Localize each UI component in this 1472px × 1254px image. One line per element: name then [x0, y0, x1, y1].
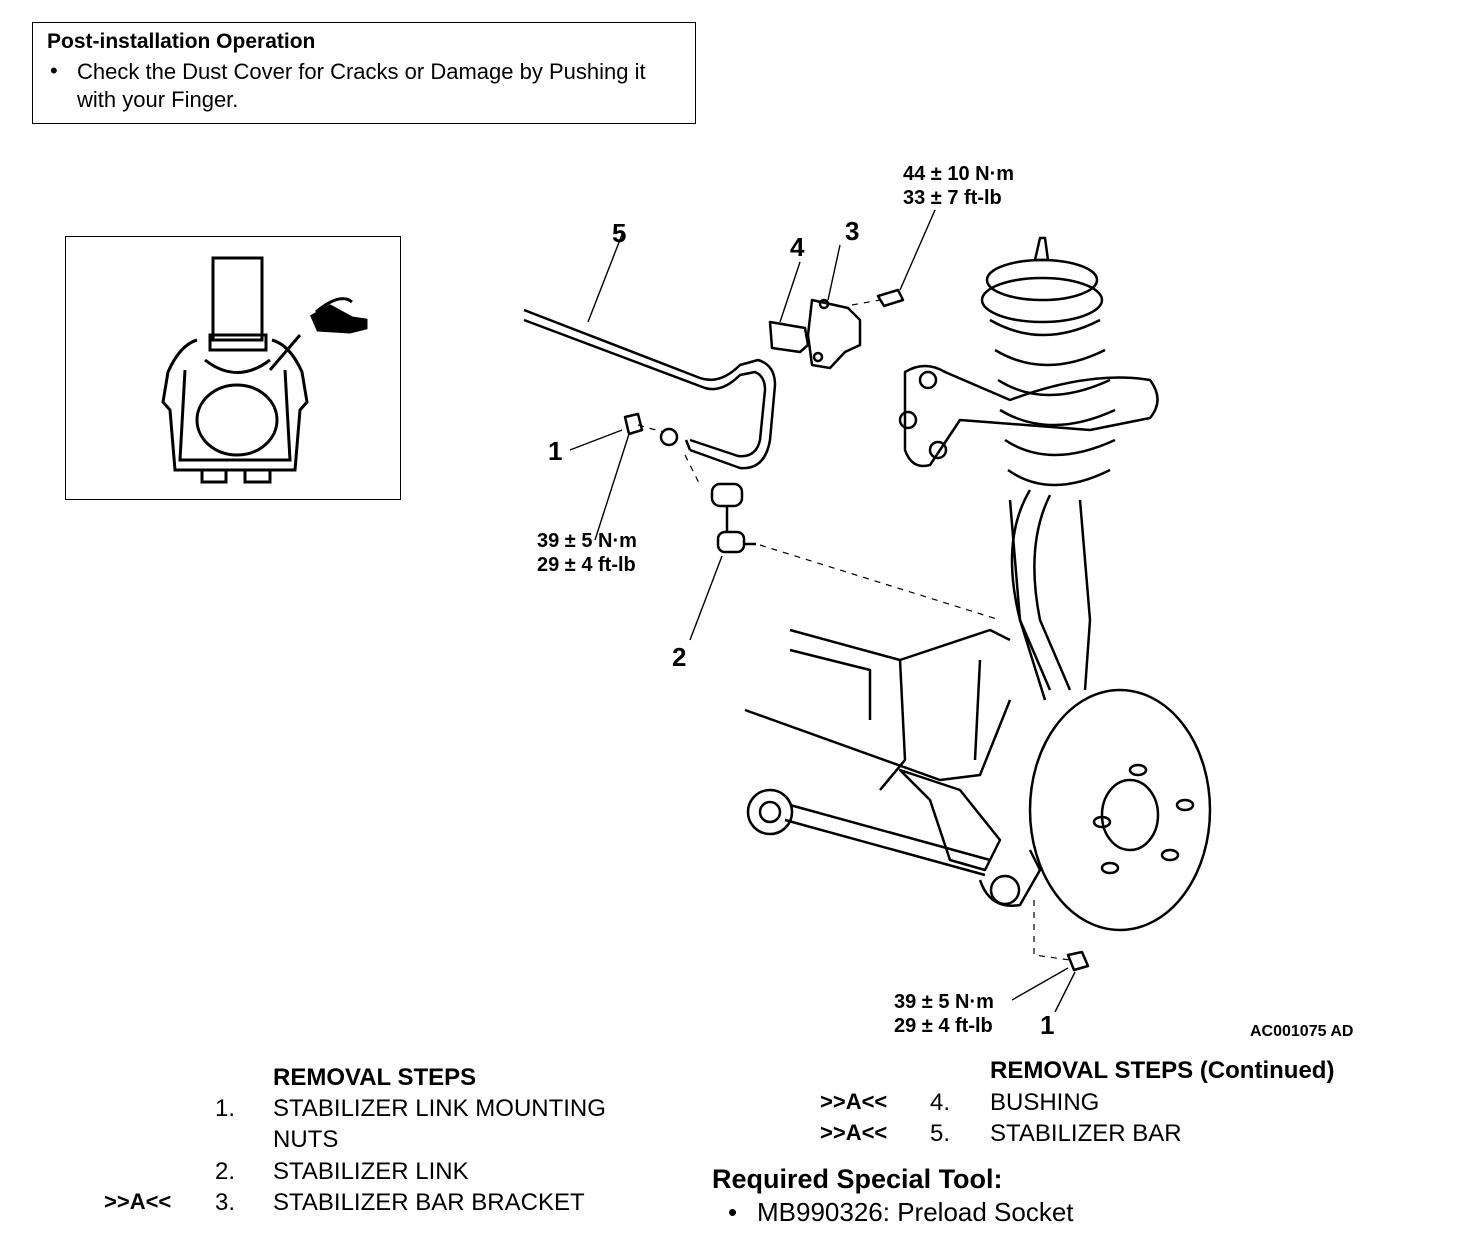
torque-top-nm: 44 ± 10 N·m — [903, 163, 1014, 185]
step-3-number: 3. — [215, 1189, 236, 1216]
callout-1-lower: 1 — [1040, 1010, 1054, 1040]
step-4-text: BUSHING — [990, 1089, 1100, 1116]
removal-steps-heading: REMOVAL STEPS — [273, 1064, 477, 1091]
callout-3: 3 — [845, 216, 859, 246]
dust-cover-inset — [65, 236, 401, 500]
callout-5: 5 — [612, 218, 626, 248]
special-tool-heading: Required Special Tool: — [712, 1164, 1003, 1194]
removal-steps-continued-heading: REMOVAL STEPS (Continued) — [990, 1057, 1335, 1084]
special-tool-item: MB990326: Preload Socket — [757, 1197, 1074, 1227]
step-2-number: 2. — [215, 1158, 236, 1185]
stabilizer-bar-shape — [523, 308, 777, 470]
torque-low-nm: 39 ± 5 N·m — [894, 991, 994, 1013]
step-1-number: 1. — [215, 1095, 236, 1122]
torque-mid-ftlb: 29 ± 4 ft-lb — [537, 554, 636, 576]
step-4-mark: >>A<< — [820, 1089, 888, 1114]
step-5-number: 5. — [930, 1120, 951, 1147]
figure-code: AC001075 AD — [1250, 1023, 1353, 1040]
stabilizer-bar-bracket-shape — [806, 298, 862, 370]
callout-2: 2 — [672, 642, 686, 672]
step-1-text-line1: STABILIZER LINK MOUNTING — [273, 1095, 606, 1122]
bushing-shape — [768, 320, 810, 354]
step-2-text: STABILIZER LINK — [273, 1158, 469, 1185]
special-tool-bullet: • — [728, 1197, 738, 1227]
torque-top-ftlb: 33 ± 7 ft-lb — [903, 187, 1002, 209]
step-3-text: STABILIZER BAR BRACKET — [273, 1189, 585, 1216]
step-1-text-line2: NUTS — [273, 1126, 339, 1153]
step-5-text: STABILIZER BAR — [990, 1120, 1182, 1147]
step-3-mark: >>A<< — [104, 1189, 172, 1214]
callout-1-upper: 1 — [548, 436, 562, 466]
torque-low-ftlb: 29 ± 4 ft-lb — [894, 1015, 993, 1037]
post-installation-title: Post-installation Operation — [47, 30, 316, 53]
step-5-mark: >>A<< — [820, 1120, 888, 1145]
post-installation-box — [32, 22, 696, 124]
post-installation-bullet: • — [50, 58, 58, 83]
step-4-number: 4. — [930, 1089, 951, 1116]
callout-4: 4 — [790, 232, 805, 262]
post-installation-text: Check the Dust Cover for Cracks or Damag… — [77, 59, 646, 112]
torque-mid-nm: 39 ± 5 N·m — [537, 530, 637, 552]
